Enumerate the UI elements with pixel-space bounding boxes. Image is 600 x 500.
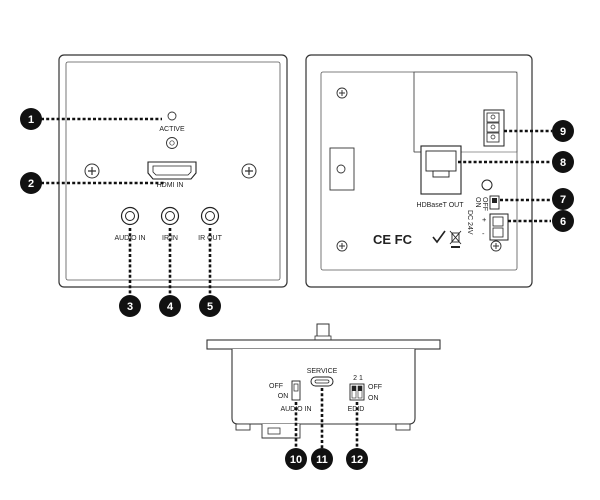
active-label: ACTIVE — [159, 126, 185, 133]
edid-position-numbers: 2 1 — [353, 375, 363, 382]
ir-out-jack — [200, 206, 220, 226]
svg-text:12: 12 — [351, 454, 363, 466]
callout-6: 6 — [552, 210, 574, 232]
svg-text:2: 2 — [28, 178, 34, 190]
svg-text:1: 1 — [28, 114, 34, 126]
certification-marks: CE FC — [373, 232, 413, 247]
edid-on-label: ON — [368, 395, 379, 402]
dip-off-label: OFF — [481, 197, 488, 211]
svg-text:10: 10 — [290, 454, 302, 466]
ir-in-jack — [160, 206, 180, 226]
callout-8: 8 — [552, 151, 574, 173]
svg-text:9: 9 — [560, 126, 566, 138]
callout-11: 11 — [311, 448, 333, 470]
screw-icon — [84, 163, 100, 179]
audio-switch-on-label: ON — [278, 393, 289, 400]
faceplate-edge — [206, 339, 441, 350]
leader-lines — [41, 117, 552, 448]
dip-on-label: ON — [474, 197, 481, 208]
service-usb-port — [310, 376, 334, 387]
screw-icon — [490, 240, 502, 252]
edid-dip-switch — [349, 383, 365, 401]
edid-off-label: OFF — [368, 384, 382, 391]
side-view: SERVICE OFF ON AUDIO IN 2 1 OFF ON EDID — [206, 323, 441, 439]
active-led — [167, 111, 177, 121]
svg-text:11: 11 — [316, 454, 328, 466]
callout-7: 7 — [552, 188, 574, 210]
callout-10: 10 — [285, 448, 307, 470]
hdbaset-out-label: HDBaseT OUT — [417, 202, 465, 209]
dc-plus-label: + — [482, 215, 487, 224]
callout-9: 9 — [552, 120, 574, 142]
module-outline — [413, 71, 518, 153]
weee-bin-icon — [449, 230, 462, 248]
dc-power-connector — [489, 213, 509, 241]
callout-5: 5 — [199, 295, 221, 317]
back-panel: HDBaseT OUT OFF ON DC 24V + - CE FC — [305, 54, 533, 288]
dip-switch — [489, 195, 500, 210]
dc-minus-label: - — [482, 229, 485, 238]
front-panel: ACTIVE HDMI IN — [58, 54, 288, 288]
callout-badges: 1 2 3 4 5 6 7 8 — [20, 108, 574, 470]
svg-text:3: 3 — [127, 301, 133, 313]
screw-icon — [336, 240, 348, 252]
hdbaset-port — [420, 145, 462, 195]
audio-switch-off-label: OFF — [269, 383, 283, 390]
audio-in-switch — [291, 380, 301, 401]
ir-terminal-block — [483, 109, 505, 147]
link-led — [481, 179, 493, 191]
screw-icon — [241, 163, 257, 179]
callout-12: 12 — [346, 448, 368, 470]
dc-24v-label: DC 24V — [466, 210, 473, 235]
screw-icon — [336, 87, 348, 99]
svg-text:7: 7 — [560, 194, 566, 206]
callout-1: 1 — [20, 108, 42, 130]
svg-text:6: 6 — [560, 216, 566, 228]
svg-text:8: 8 — [560, 157, 566, 169]
svg-text:4: 4 — [167, 301, 174, 313]
service-label: SERVICE — [307, 368, 338, 375]
callout-3: 3 — [119, 295, 141, 317]
audio-in-jack — [120, 206, 140, 226]
hdmi-in-label: HDMI IN — [157, 182, 184, 189]
callout-4: 4 — [159, 295, 181, 317]
checkmark-icon — [432, 230, 446, 244]
hdmi-port — [147, 161, 197, 180]
callout-2: 2 — [20, 172, 42, 194]
svg-text:5: 5 — [207, 301, 213, 313]
